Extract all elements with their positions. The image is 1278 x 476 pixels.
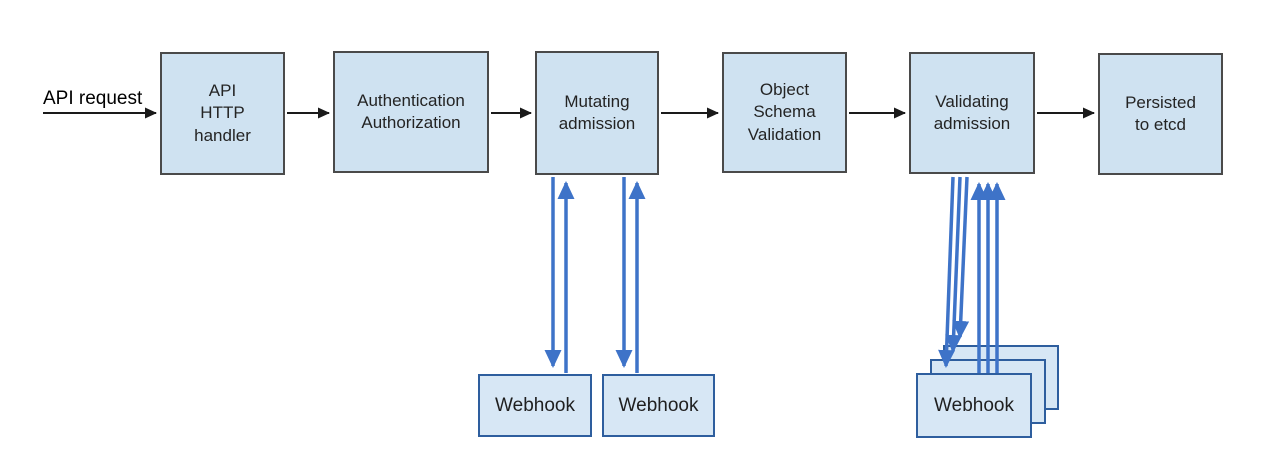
- node-validating-webhook-front: Webhook: [916, 373, 1032, 438]
- node-persisted-to-etcd: Persisted to etcd: [1098, 53, 1223, 175]
- node-authentication-authorization: Authentication Authorization: [333, 51, 489, 173]
- arrow-validating-down-3: [952, 176, 970, 339]
- arrow-validating-down-1: [938, 176, 956, 368]
- arrow-validating-down-2: [945, 176, 963, 353]
- node-object-schema-validation: Object Schema Validation: [722, 52, 847, 173]
- node-mutating-admission: Mutating admission: [535, 51, 659, 175]
- node-validating-admission: Validating admission: [909, 52, 1035, 174]
- node-mutating-webhook-2: Webhook: [602, 374, 715, 437]
- api-request-label: API request: [43, 88, 143, 109]
- node-mutating-webhook-1: Webhook: [478, 374, 592, 437]
- node-api-http-handler: API HTTP handler: [160, 52, 285, 175]
